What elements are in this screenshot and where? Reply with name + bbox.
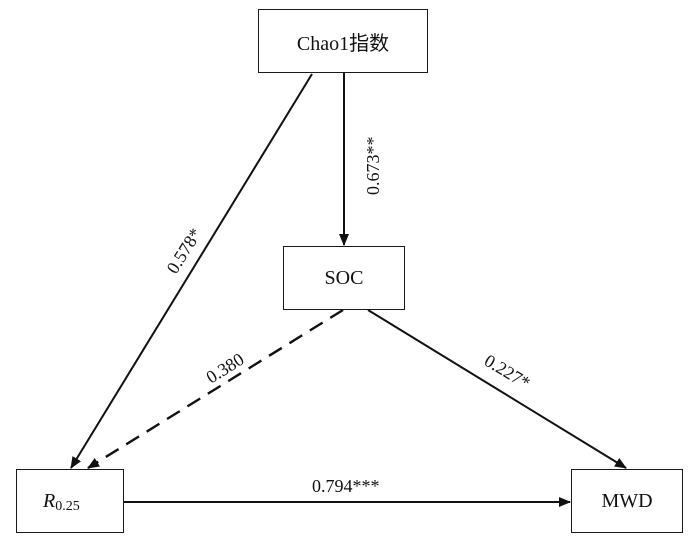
edge-soc-to-r025 — [87, 308, 344, 470]
coef-r025-mwd: 0.794*** — [312, 476, 380, 496]
coef-chao1-soc: 0.673** — [363, 137, 383, 196]
node-chao1-label: Chao1指数 — [296, 32, 390, 55]
node-soc-label: SOC — [324, 266, 364, 289]
node-mwd-label: MWD — [601, 489, 653, 512]
node-r025-label-main: R — [43, 489, 56, 512]
node-mwd: MWD — [571, 469, 683, 533]
edge-chao1-to-r025 — [70, 73, 313, 469]
coef-chao1-r025: 0.578* — [162, 225, 205, 278]
coef-soc-mwd: 0.227* — [481, 350, 534, 393]
edge-soc-to-mwd — [367, 309, 627, 469]
coef-soc-r025: 0.380 — [203, 349, 248, 387]
node-chao1-index: Chao1指数 — [258, 9, 428, 73]
node-soc: SOC — [283, 246, 405, 310]
node-r025-label-sub: 0.25 — [55, 499, 80, 514]
